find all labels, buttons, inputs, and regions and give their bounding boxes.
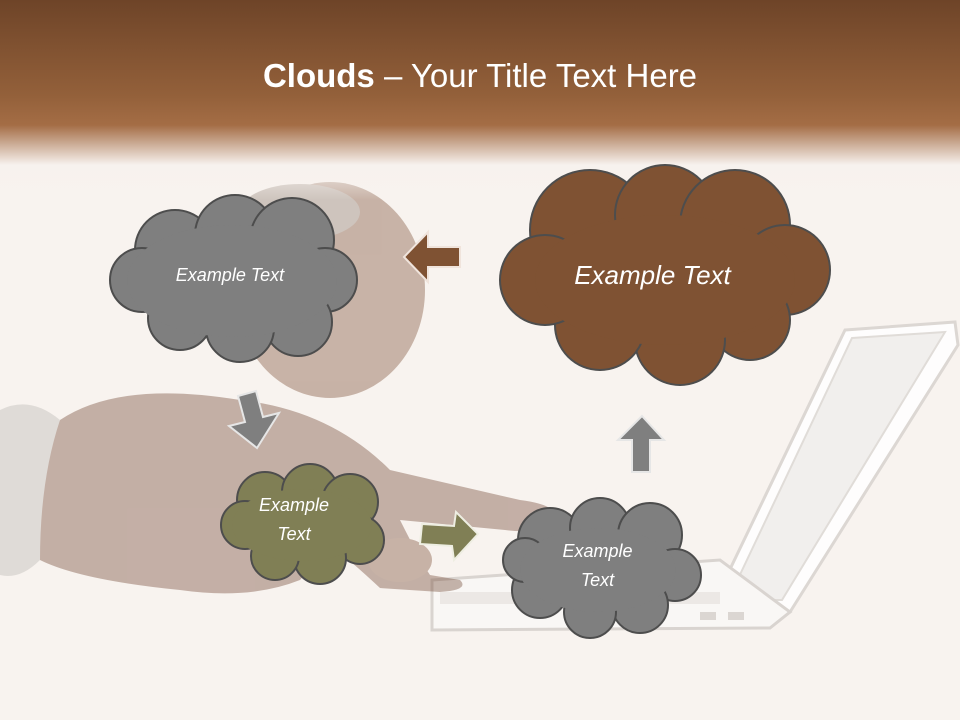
cloud-gray-large-text: Example Text [140,255,320,295]
cloud-text-line2: Text [580,570,615,590]
cloud-olive-small-text: Example Text [232,490,356,550]
cloud-brown-large [499,164,831,386]
cloud-brown-large-text: Example Text [545,252,760,298]
arrow-down-icon [226,389,282,450]
arrow-up-icon [615,414,667,473]
title-bold: Clouds [262,57,375,94]
cloud-gray-small-text: Example Text [535,536,660,596]
arrow-right-icon [418,509,480,563]
cloud-text-line1: Example [258,495,330,515]
cloud-olive-small [220,463,385,585]
cloud-text-line1: Example [562,541,633,561]
cloud-text-line2: Text [277,524,311,544]
cloud-gray-large [109,194,358,363]
cloud-text-label: Example Text [574,259,731,290]
slide-title: Clouds – Your Title Text Here [0,54,960,98]
title-dash: – [374,57,411,94]
title-rest: Your Title Text Here [410,57,698,94]
arrow-left-icon [402,229,461,285]
cloud-text-label: Example Text [175,264,285,285]
header-band [0,0,960,200]
cloud-gray-small [502,497,702,639]
